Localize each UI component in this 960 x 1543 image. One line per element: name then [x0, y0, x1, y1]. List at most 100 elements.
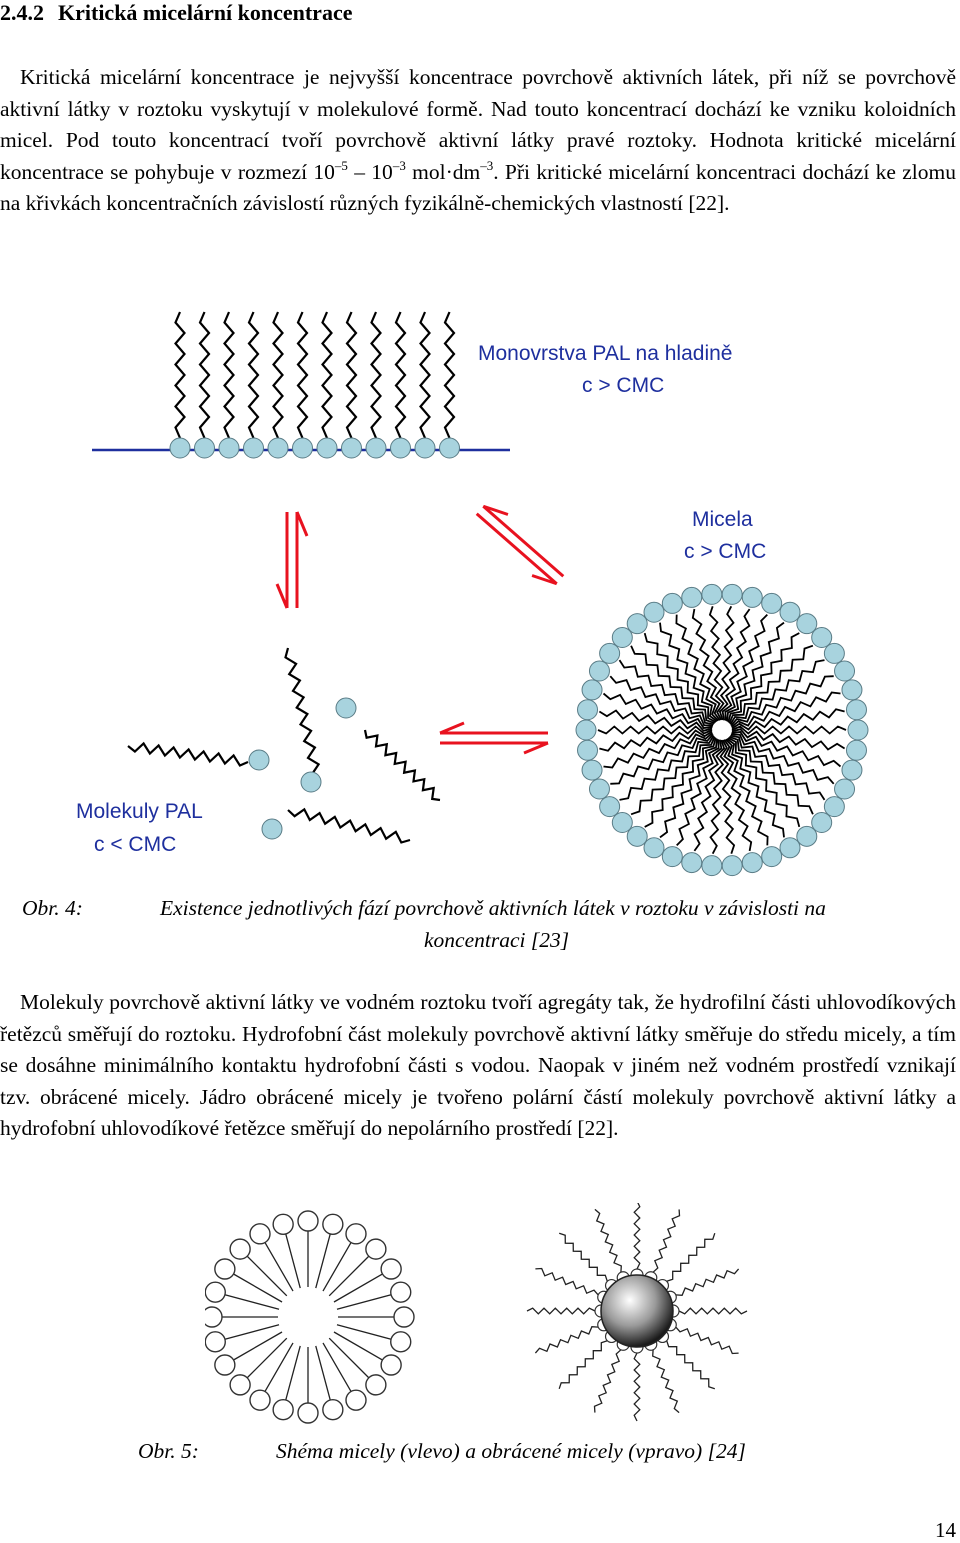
figure-5-caption-label: Obr. 5: — [138, 1439, 199, 1463]
micelle-tail — [729, 659, 825, 725]
schema-head — [201, 1306, 223, 1328]
reverse-micelle-schema — [526, 1200, 748, 1422]
surfactant-tail — [272, 311, 284, 439]
micelle-tail — [597, 725, 713, 735]
surfactant-head — [439, 437, 460, 459]
micelle-tail — [727, 737, 801, 828]
schema-head — [249, 1223, 271, 1245]
surfactant-head — [365, 437, 387, 459]
micelle-tail — [731, 731, 842, 768]
free-surfactant-head — [300, 771, 322, 793]
surfactant-head — [316, 437, 338, 459]
schema-tail — [336, 1324, 393, 1341]
reverse-schema-tail — [666, 1232, 716, 1282]
micelle-tail — [726, 621, 785, 722]
micelle-head — [575, 719, 597, 741]
micelle-tail — [659, 738, 718, 839]
micelle-tail — [730, 675, 834, 727]
micelle-head — [681, 586, 703, 608]
schema-tail — [322, 1241, 353, 1292]
surfactant-head — [243, 437, 264, 459]
schema-head — [229, 1238, 251, 1260]
paragraph-micelles: Molekuly povrchově aktivní látky ve vodn… — [0, 990, 956, 1141]
reverse-schema-tail — [675, 1326, 739, 1355]
reverse-schema-tail — [594, 1208, 622, 1273]
reverse-schema-tail — [652, 1209, 681, 1273]
reverse-schema-tail — [666, 1340, 716, 1390]
surfactant-tail — [296, 311, 309, 439]
schema-tail — [232, 1272, 283, 1303]
free-surfactant-head — [261, 818, 283, 840]
surfactant-head — [194, 437, 215, 459]
micelle-head — [577, 699, 599, 721]
micelle-head — [847, 719, 869, 741]
surfactant-head — [414, 437, 436, 459]
micelle-head — [626, 613, 648, 635]
schema-head — [380, 1354, 402, 1376]
schema-head — [322, 1399, 344, 1421]
micelle-tail — [675, 614, 719, 722]
micelle-head — [611, 626, 633, 648]
reverse-schema-tail — [558, 1340, 608, 1390]
schema-head — [393, 1306, 415, 1328]
paragraph-intro: Kritická micelární koncentrace je nejvyš… — [0, 65, 956, 216]
figure-4: Monovrstva PAL na hladině c > CMC Micela… — [60, 290, 900, 886]
schema-head — [229, 1374, 251, 1396]
micelle-tail — [731, 725, 847, 735]
schema-head — [272, 1399, 294, 1421]
micelle-tail — [691, 608, 721, 721]
label-micelle: Micela — [692, 508, 753, 531]
surfactant-tail — [419, 311, 431, 439]
micelle-head — [741, 852, 763, 874]
schema-tail — [263, 1342, 294, 1393]
micelle-head — [577, 739, 599, 761]
figure-4-caption-line1: Existence jednotlivých fází povrchově ak… — [160, 896, 826, 920]
micelle-tail — [644, 737, 717, 828]
label-molecules: Molekuly PAL — [76, 800, 203, 823]
arrow-head — [295, 511, 309, 537]
micelle-tail — [728, 735, 814, 815]
surfactant-head — [292, 437, 313, 459]
micelle-head — [661, 592, 683, 614]
arrow-head — [523, 741, 549, 755]
micelle-tail — [731, 728, 846, 751]
micelle-tail — [731, 708, 845, 731]
schema-tail — [328, 1337, 370, 1379]
micelle-tail — [630, 645, 716, 725]
figure-5-caption-text: Shéma micely (vlevo) a obrácené micely (… — [276, 1439, 746, 1463]
micelle-tail — [603, 732, 713, 769]
arrow-head — [275, 583, 289, 609]
label-monolayer: Monovrstva PAL na hladině — [478, 342, 732, 365]
micelle-tail — [599, 729, 713, 752]
micelle-tail — [724, 613, 768, 721]
micelle-tail — [723, 739, 753, 852]
page-number: 14 — [935, 1518, 956, 1542]
micelle-head — [643, 837, 665, 859]
micelle-head — [834, 778, 856, 800]
schema-head — [380, 1258, 402, 1280]
schema-head — [249, 1389, 271, 1411]
micelle-head — [796, 613, 818, 635]
micelle-tail — [630, 736, 716, 816]
free-surfactant-tail — [287, 807, 411, 844]
micelle-head — [845, 739, 867, 761]
schema-head — [345, 1223, 367, 1245]
micelle-head — [701, 583, 723, 605]
equilibrium-arrows — [275, 504, 565, 755]
micelle-tail — [659, 622, 718, 723]
micelle-tail — [693, 739, 723, 852]
micelle-tail — [731, 691, 841, 728]
schema-tail — [246, 1337, 288, 1379]
micelle-head — [599, 796, 621, 818]
micelle-tail — [727, 632, 800, 723]
arrow-head — [531, 574, 558, 586]
surfactant-tail — [321, 311, 333, 439]
figure-5-diagram — [201, 1200, 748, 1424]
surfactant-tail — [223, 311, 235, 439]
reverse-schema-tail — [678, 1307, 748, 1315]
schema-head — [322, 1213, 344, 1235]
micelle-tail — [730, 734, 826, 801]
equilibrium-arrow-backward — [482, 505, 565, 578]
micelle-tail — [718, 605, 735, 721]
micelle-head — [845, 699, 867, 721]
